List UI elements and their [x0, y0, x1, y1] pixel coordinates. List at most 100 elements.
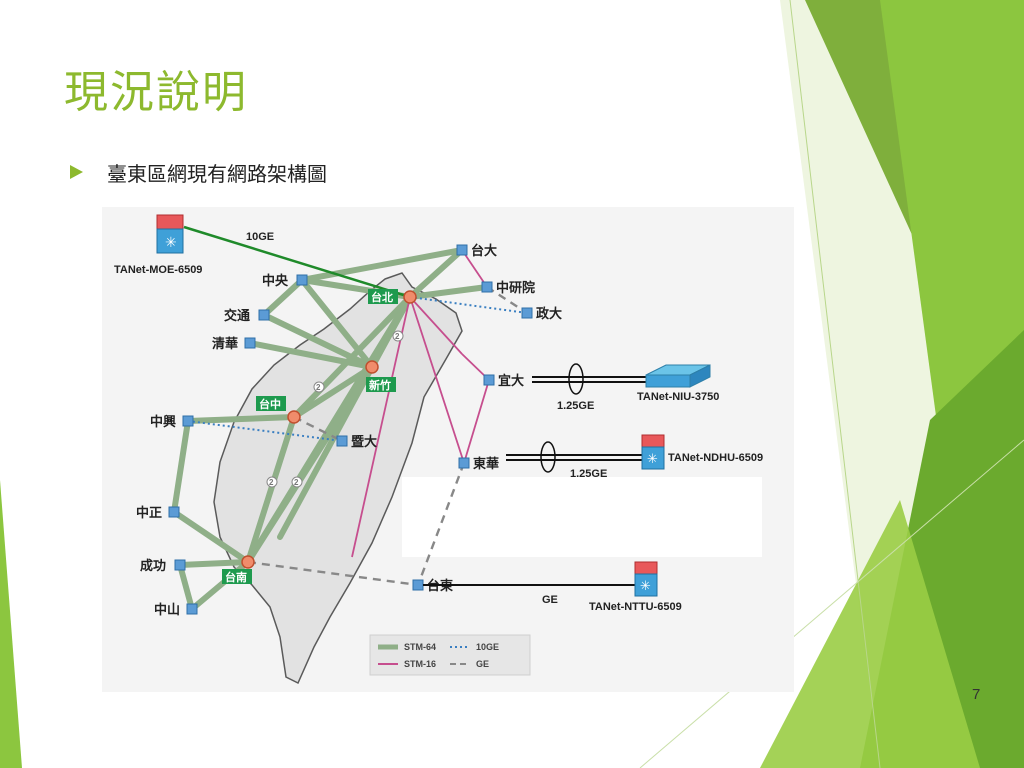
taiwan-map-outline	[213, 272, 463, 685]
circuit-marker-icon	[313, 381, 325, 393]
decor-line	[639, 439, 1024, 768]
node-label-qinghua: 清華	[212, 336, 238, 352]
node-jiaotong-icon	[258, 309, 270, 321]
link-taipei-taida	[407, 247, 465, 300]
circuit-markers: 2 2 2 2	[266, 330, 404, 488]
router-top-icon	[156, 214, 184, 230]
node-label-donghua: 東華	[473, 456, 499, 472]
router-hub-icon	[287, 410, 301, 424]
link-zhongyanyuan-zhengda	[486, 285, 528, 315]
link-yida-donghua	[463, 379, 490, 464]
node-label-zhengda: 政大	[536, 306, 562, 322]
node-label-yida: 宜大	[498, 373, 524, 389]
legend-10ge-label: 10GE	[476, 642, 499, 652]
node-jida-icon	[336, 435, 348, 447]
node-label-moe: TANet-MOE-6509	[114, 264, 202, 276]
hub-label-box	[256, 396, 286, 411]
hub-label-hsinchu: 新竹	[369, 378, 391, 392]
nttu-router: ✳	[634, 561, 658, 597]
node-taida-icon	[456, 244, 468, 256]
legend-stm16-label: STM-16	[404, 659, 436, 669]
node-zhongyang-icon	[296, 274, 308, 286]
niu-link: 1.25GE	[532, 363, 647, 412]
network-diagram: 10GE 2 2 2 2 台北 新竹 台中 台南	[102, 207, 794, 692]
node-label-jiaotong: 交通	[224, 308, 250, 324]
router-top-icon	[634, 561, 658, 575]
link-ndhu-speed: 1.25GE	[570, 468, 607, 480]
link-taipei-zhongyanyuan	[407, 284, 490, 300]
decor-bottom-facet	[760, 500, 980, 768]
moe-router: ✳	[156, 214, 184, 254]
hub-label-box	[366, 377, 396, 392]
router-hub-icon	[241, 555, 255, 569]
router-body-icon	[156, 228, 184, 254]
router-hub-icon	[403, 290, 417, 304]
hub-tainan: 台南	[222, 555, 255, 584]
router-hub-icon	[365, 360, 379, 374]
ndhu-link: 1.25GE	[506, 441, 642, 480]
node-label-ndhu: TANet-NDHU-6509	[668, 452, 763, 464]
page-number: 7	[972, 686, 981, 703]
router-body-icon	[634, 573, 658, 597]
link-taipei-ilan-curve	[409, 296, 463, 355]
link-qinghua-hsinchu	[247, 340, 375, 370]
node-zhengda-icon	[521, 307, 533, 319]
node-label-zhongyang: 中央	[262, 273, 289, 289]
link-bundle-icon	[568, 363, 584, 395]
node-label-taida: 台大	[471, 243, 497, 259]
link-donghua-taidong	[416, 462, 466, 586]
node-qinghua-icon	[244, 337, 256, 349]
bullet-text: 臺東區網現有網路架構圖	[107, 161, 327, 186]
router-star-icon: ✳	[640, 579, 651, 594]
link-moe-speed: 10GE	[246, 231, 274, 243]
hub-label-taichung: 台中	[259, 397, 281, 411]
link-taipei-tainan-b	[277, 294, 413, 540]
link-zhongyang-jiaotong	[261, 277, 305, 318]
router-star-icon: ✳	[165, 235, 177, 251]
hub-label-box	[368, 289, 398, 304]
node-zhongxing-icon	[182, 415, 194, 427]
triangle-bullet-icon	[70, 165, 83, 179]
circuit-marker-label: 2	[269, 478, 274, 487]
decor-left-facet	[0, 480, 22, 768]
node-label-zhongyanyuan: 中研院	[496, 280, 535, 296]
link-taipei-donghua	[409, 296, 465, 464]
link-hsinchu-tainan	[245, 364, 375, 565]
bullet-item: 臺東區網現有網路架構圖	[70, 157, 327, 187]
node-taidong-icon	[412, 579, 424, 591]
node-chenggong-icon	[174, 559, 186, 571]
diagram-background	[102, 207, 794, 692]
link-taichung-jida	[293, 415, 343, 443]
ndhu-router: ✳	[641, 434, 665, 470]
link-chenggong-tainan	[177, 559, 251, 568]
circuit-marker-label: 2	[316, 383, 321, 392]
link-moe-taipei	[183, 225, 411, 299]
link-taichung-zhongxing	[185, 414, 297, 424]
legend-box	[369, 634, 531, 676]
link-taichung-tainan	[245, 414, 297, 565]
node-zhongshan-icon	[186, 603, 198, 615]
hub-taichung: 台中	[256, 396, 301, 424]
node-label-zhongxing: 中興	[150, 414, 176, 430]
link-zhongxing-jida	[187, 420, 343, 442]
link-chenggong-zhongshan	[177, 562, 195, 612]
legend-stm64-label: STM-64	[404, 642, 436, 652]
niu-switch	[645, 364, 711, 388]
node-donghua-icon	[458, 457, 470, 469]
circuit-marker-label: 2	[395, 332, 400, 341]
switch-side-icon	[689, 364, 711, 388]
node-label-chenggong: 成功	[140, 558, 166, 574]
link-bundle-icon	[540, 441, 556, 473]
link-zhongzheng-tainan	[171, 509, 251, 565]
hub-label-taipei: 台北	[371, 290, 393, 304]
link-jiaotong-hsinchu	[261, 312, 375, 370]
link-hsinchu-taichung	[291, 364, 375, 420]
slide-title: 現況說明	[64, 67, 248, 118]
circuit-marker-icon	[392, 330, 404, 342]
circuit-marker-label: 2	[294, 478, 299, 487]
legend: STM-64 STM-16 10GE GE	[369, 634, 531, 676]
site-nodes	[168, 244, 533, 615]
link-taida-zhongyang	[299, 247, 465, 283]
node-yida-icon	[483, 374, 495, 386]
